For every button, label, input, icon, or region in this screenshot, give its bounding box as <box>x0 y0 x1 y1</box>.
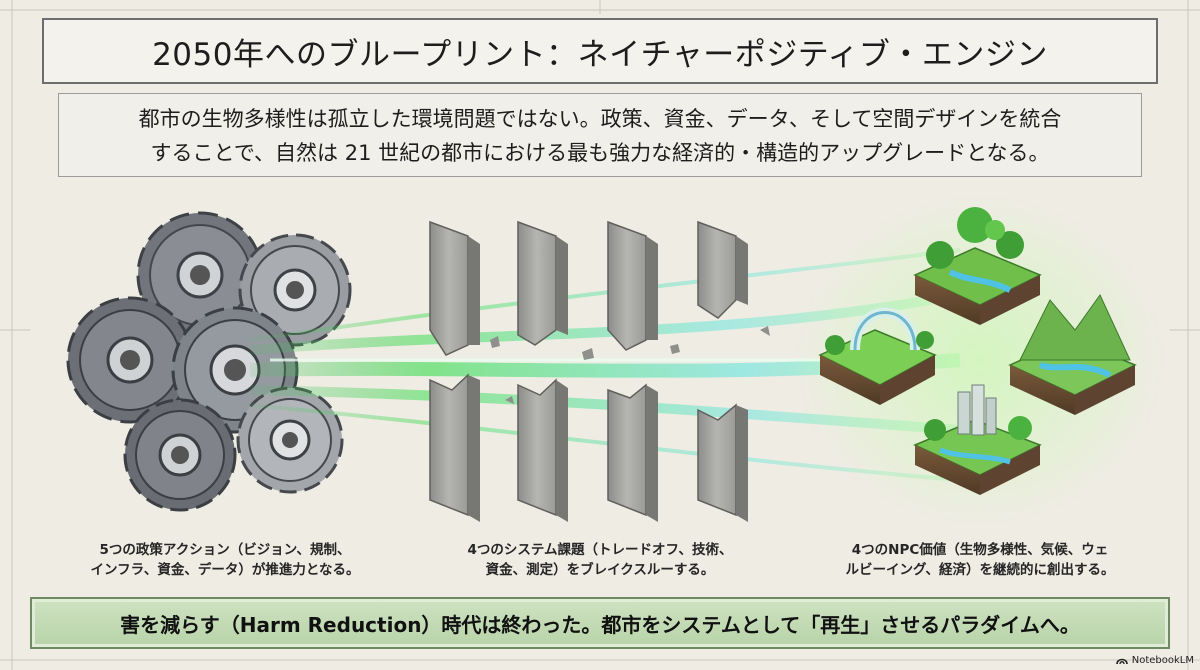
intro-panel: 都市の生物多様性は孤立した環境問題ではない。政策、資金、データ、そして空間デザイ… <box>58 93 1142 177</box>
caption-gears-line-1: 5つの政策アクション（ビジョン、規制、 <box>99 542 351 558</box>
engine-illustration <box>66 190 1170 530</box>
caption-gears-line-2: インフラ、資金、データ）が推進力となる。 <box>90 562 360 578</box>
forest-island-icon <box>913 207 1042 325</box>
intro-line-2: することで、自然は 21 世紀の都市における最も強力な経済的・構造的アップグレー… <box>150 141 1050 165</box>
notebooklm-logo-icon <box>1115 658 1128 665</box>
caption-walls-line-1: 4つのシステム課題（トレードオフ、技術、 <box>467 542 733 558</box>
mountain-island-icon <box>1008 294 1137 415</box>
caption-islands: 4つのNPC価値（生物多様性、気候、ウェ ルビーイング、経済）を継続的に創出する… <box>810 540 1150 580</box>
park-island-icon <box>818 307 937 405</box>
conclusion-banner: 害を減らす（Harm Reduction）時代は終わった。都市をシステムとして「… <box>30 597 1170 649</box>
wall-icon <box>697 220 748 522</box>
islands-group <box>790 190 1170 530</box>
gear-icon <box>123 398 237 512</box>
gear-icon <box>66 296 194 424</box>
gear-icon <box>236 386 344 494</box>
caption-gears: 5つの政策アクション（ビジョン、規制、 インフラ、資金、データ）が推進力となる。 <box>55 540 395 580</box>
caption-walls-line-2: 資金、測定）をブレイクスルーする。 <box>485 562 715 578</box>
caption-islands-line-1: 4つのNPC価値（生物多様性、気候、ウェ <box>851 542 1109 558</box>
walls-group <box>429 220 770 522</box>
page-title: 2050年へのブループリント：ネイチャーポジティブ・エンジン <box>152 36 1048 73</box>
brand-label: NotebookLM <box>1131 654 1194 666</box>
wall-icon <box>429 220 480 522</box>
caption-islands-line-2: ルビーイング、経済）を継続的に創出する。 <box>845 562 1115 578</box>
brand-badge: NotebookLM <box>1115 651 1194 669</box>
city-island-icon <box>913 384 1042 495</box>
title-panel: 2050年へのブループリント：ネイチャーポジティブ・エンジン <box>42 18 1158 84</box>
conclusion-text: 害を減らす（Harm Reduction）時代は終わった。都市をシステムとして「… <box>120 612 1080 637</box>
wall-icon <box>607 220 658 522</box>
wall-icon <box>517 220 568 522</box>
caption-walls: 4つのシステム課題（トレードオフ、技術、 資金、測定）をブレイクスルーする。 <box>430 540 770 580</box>
intro-line-1: 都市の生物多様性は孤立した環境問題ではない。政策、資金、データ、そして空間デザイ… <box>138 107 1062 131</box>
